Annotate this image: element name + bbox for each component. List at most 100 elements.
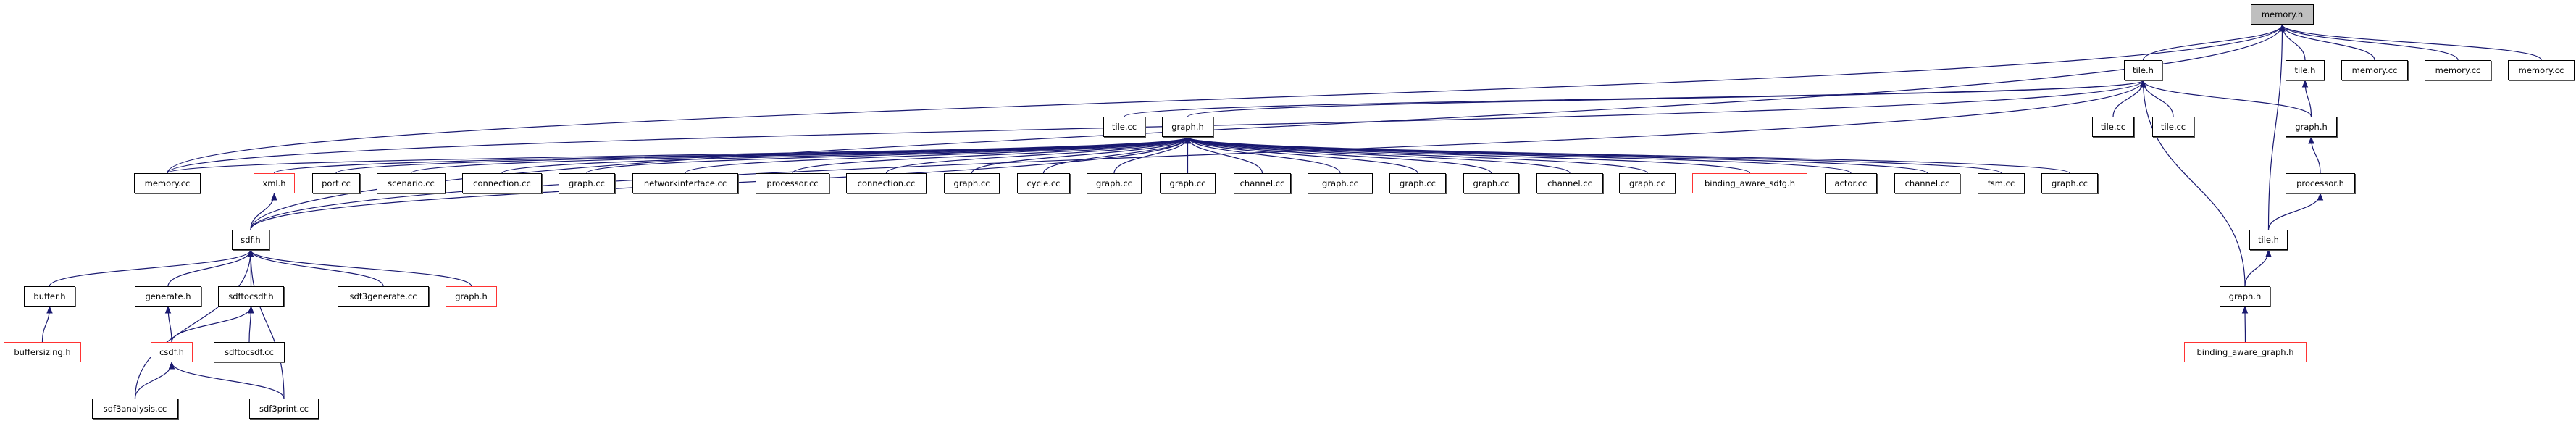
include-edge: [250, 23, 2286, 230]
include-edge: [273, 136, 1191, 174]
include-edge: [2140, 79, 2246, 287]
file-node-port-cc[interactable]: port.cc: [312, 173, 360, 193]
file-node-graph-h[interactable]: graph.h: [2286, 117, 2337, 137]
include-edge: [1124, 79, 2146, 117]
file-node-actor-cc[interactable]: actor.cc: [1825, 173, 1877, 193]
file-node-graph-cc[interactable]: graph.cc: [1389, 173, 1446, 193]
file-node-memory-cc[interactable]: memory.cc: [2341, 60, 2408, 80]
include-edge: [248, 305, 254, 343]
include-edge: [49, 249, 254, 287]
include-edge: [792, 136, 1191, 174]
include-edge: [1184, 136, 2070, 174]
file-node-sdf3print-cc[interactable]: sdf3print.cc: [249, 399, 319, 419]
include-edge: [167, 79, 2146, 174]
file-node-graph-cc[interactable]: graph.cc: [1463, 173, 1519, 193]
include-edge: [586, 136, 1191, 174]
file-node-buffer-h[interactable]: buffer.h: [24, 286, 75, 307]
include-edge: [971, 136, 1191, 174]
include-edge: [167, 23, 2286, 174]
file-node-sdftocsdf-h[interactable]: sdftocsdf.h: [218, 286, 284, 307]
file-node-sdftocsdf-cc[interactable]: sdftocsdf.cc: [214, 342, 285, 362]
include-edge: [2279, 23, 2459, 61]
include-edge: [1184, 136, 1418, 174]
include-edge: [1184, 136, 1341, 174]
file-node-sdf-h[interactable]: sdf.h: [232, 230, 269, 250]
include-edge: [2267, 23, 2286, 230]
file-node-tile-cc[interactable]: tile.cc: [2092, 117, 2134, 137]
include-edge: [2301, 79, 2312, 117]
include-edge: [885, 136, 1191, 174]
include-edge: [2241, 305, 2249, 343]
include-edge: [1184, 136, 1492, 174]
include-edge: [2244, 249, 2272, 287]
include-edge: [1184, 136, 1571, 174]
file-node-graph-cc[interactable]: graph.cc: [1087, 173, 1142, 193]
file-node-graph-cc[interactable]: graph.cc: [1619, 173, 1676, 193]
include-edge: [167, 249, 254, 287]
file-node-tile-h[interactable]: tile.h: [2124, 60, 2162, 80]
file-node-generate-h[interactable]: generate.h: [135, 286, 201, 307]
file-node-memory-cc[interactable]: memory.cc: [2508, 60, 2575, 80]
include-edge: [2112, 79, 2146, 117]
include-edge: [41, 305, 53, 343]
file-node-graph-cc[interactable]: graph.cc: [1160, 173, 1216, 193]
file-node-binding-aware-sdfg-h[interactable]: binding_aware_sdfg.h: [1692, 173, 1807, 193]
file-node-processor-h[interactable]: processor.h: [2286, 173, 2355, 193]
file-node-connection-cc[interactable]: connection.cc: [846, 173, 927, 193]
include-edge: [2140, 79, 2174, 117]
file-node-buffersizing-h[interactable]: buffersizing.h: [4, 342, 81, 362]
include-edge: [2308, 136, 2321, 174]
file-node-sdf3analysis-cc[interactable]: sdf3analysis.cc: [92, 399, 178, 419]
file-node-binding-aware-graph-h[interactable]: binding_aware_graph.h: [2184, 342, 2307, 362]
include-edge: [2279, 23, 2375, 61]
file-node-graph-h[interactable]: graph.h: [1162, 117, 1213, 137]
include-edge: [2267, 192, 2324, 230]
file-node-xml-h[interactable]: xml.h: [254, 173, 295, 193]
file-node-sdf3generate-cc[interactable]: sdf3generate.cc: [338, 286, 429, 307]
include-edge: [134, 249, 254, 399]
file-node-memory-h[interactable]: memory.h: [2251, 4, 2314, 25]
file-node-graph-cc[interactable]: graph.cc: [944, 173, 1000, 193]
file-node-tile-cc[interactable]: tile.cc: [1103, 117, 1145, 137]
include-edge: [501, 136, 1191, 174]
file-node-networkinterface-cc[interactable]: networkinterface.cc: [632, 173, 738, 193]
file-node-tile-h[interactable]: tile.h: [2286, 60, 2325, 80]
file-node-channel-cc[interactable]: channel.cc: [1894, 173, 1960, 193]
file-node-tile-h[interactable]: tile.h: [2249, 230, 2288, 250]
file-node-csdf-h[interactable]: csdf.h: [151, 342, 193, 362]
include-edge: [1184, 136, 2002, 174]
file-node-graph-cc[interactable]: graph.cc: [2041, 173, 2098, 193]
include-edge: [247, 249, 472, 287]
include-edge: [164, 305, 172, 343]
include-edge: [247, 249, 384, 287]
include-edge: [1184, 136, 1852, 174]
file-node-fsm-cc[interactable]: fsm.cc: [1978, 173, 2025, 193]
file-node-graph-h[interactable]: graph.h: [446, 286, 497, 307]
include-edge: [247, 249, 285, 399]
file-node-channel-cc[interactable]: channel.cc: [1234, 173, 1291, 193]
file-node-scenario-cc[interactable]: scenario.cc: [377, 173, 446, 193]
include-edge: [250, 79, 2146, 230]
file-node-cycle-cc[interactable]: cycle.cc: [1017, 173, 1070, 193]
file-node-memory-cc[interactable]: memory.cc: [134, 173, 201, 193]
file-node-tile-cc[interactable]: tile.cc: [2152, 117, 2194, 137]
include-edge: [134, 361, 175, 399]
file-node-connection-cc[interactable]: connection.cc: [462, 173, 542, 193]
include-edge: [168, 361, 285, 399]
file-node-memory-cc[interactable]: memory.cc: [2425, 60, 2491, 80]
include-edge: [2142, 23, 2286, 61]
file-node-graph-h[interactable]: graph.h: [2220, 286, 2270, 307]
include-edge: [250, 192, 277, 230]
include-edge: [171, 305, 254, 343]
file-node-graph-cc[interactable]: graph.cc: [1308, 173, 1373, 193]
file-node-processor-cc[interactable]: processor.cc: [756, 173, 829, 193]
include-edge: [685, 136, 1191, 174]
include-edge: [2140, 79, 2312, 117]
file-node-channel-cc[interactable]: channel.cc: [1536, 173, 1603, 193]
include-edge: [2279, 23, 2542, 61]
file-node-graph-cc[interactable]: graph.cc: [559, 173, 615, 193]
include-edge: [335, 136, 1191, 174]
include-edge: [1187, 79, 2146, 117]
